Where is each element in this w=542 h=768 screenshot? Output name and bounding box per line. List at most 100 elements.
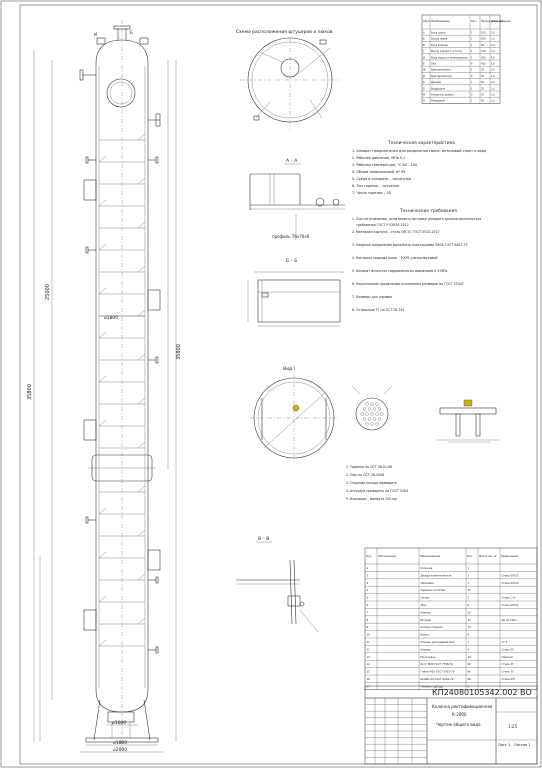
section-v-v: В – В: [236, 536, 319, 633]
nozzle-table-cell: Для термометра: [431, 75, 452, 78]
nozzle-table-cell: Д: [423, 56, 425, 59]
tech-spec-title: Техническая характеристика: [387, 140, 455, 146]
base-dim-inner: ⌀1600: [112, 720, 126, 726]
connection-detail: [436, 399, 500, 443]
parts-table-cell: 4: [468, 647, 470, 651]
section-height-dim: 25000: [45, 284, 51, 300]
section-a-a: А – А профиль 76х76х6: [249, 158, 345, 240]
nozzle-table-cell: И: [423, 75, 425, 78]
parts-table-cell: 1: [468, 640, 470, 644]
parts-table-cell: Паронит: [502, 655, 514, 659]
nozzle-table-cell: 25: [481, 94, 485, 97]
nozzle-table-cell: 1,6: [491, 81, 495, 84]
nozzle-table-cell: 1,6: [491, 44, 495, 47]
parts-table-cell: 12: [468, 610, 472, 614]
overall-height-dim: 35800: [27, 384, 33, 400]
nozzle-table-cell: 450: [481, 63, 486, 66]
nozzle-table-cell: 6: [471, 63, 473, 66]
nozzle-table-cell: Выход кубового остатка: [431, 50, 462, 53]
nozzle-table-cell: М: [423, 94, 425, 97]
nozzle-table-cell: Ж: [423, 69, 426, 72]
parts-table-cell: Обечайка: [421, 581, 435, 585]
tech-req-title: Технические требования: [399, 208, 457, 214]
parts-table-cell: 16: [367, 677, 371, 681]
tech-req-line: 4. Контроль сварных швов – 100% ультразв…: [352, 256, 437, 260]
nozzle-table-cell: Выход паров: [431, 38, 448, 41]
nozzle-table-cell: 1: [471, 69, 473, 72]
parts-table-header: Обозначение: [378, 554, 396, 558]
parts-table-cell: Сталь 09Г2С: [502, 603, 519, 607]
nozzle-table-cell: Н: [423, 100, 425, 103]
tech-req-line-cont: требования ГОСТ Р 52630-2012: [356, 223, 409, 227]
tech-req-line: 8. Остальные ТТ по ОСТ 26-291: [352, 308, 405, 312]
inner-frame: [19, 4, 538, 765]
nozzle-table-cell: Г: [423, 50, 425, 53]
nozzle-table-cell: 1,6: [491, 87, 495, 90]
parts-table-cell: Сталь 35: [502, 670, 515, 674]
note-line: 5. Изоляция – минвата 100 мм: [346, 497, 398, 501]
parts-table-cell: 12: [367, 647, 371, 651]
side-nozzle-set: [85, 156, 159, 654]
tech-req-line: 3. Сварные соединения выполнять электрод…: [352, 243, 468, 247]
section-b-b: Б – Б: [247, 258, 344, 327]
perforated-plate-detail: [351, 385, 393, 431]
parts-table-cell: Колонна: [421, 566, 433, 570]
parts-table-header: Поз.: [366, 554, 372, 558]
tech-spec-line: 7. Число тарелок – 33: [352, 191, 391, 195]
nozzle-table-cell: Вход паров из кипятильника: [431, 56, 468, 59]
note-line: 3. Опорные кольца приварить: [346, 481, 397, 485]
parts-table-cell: Шайба 20 ГОСТ 6402-70: [421, 677, 454, 681]
nozzle-table-cell: 50: [481, 81, 485, 84]
parts-table-cell: 13: [367, 655, 371, 659]
parts-table-header: Масса ед., кг: [479, 554, 498, 558]
column-elevation: 35800 25000 35800 И Б: [27, 20, 182, 753]
nozzle-table-header: Наименование: [431, 20, 450, 23]
nozzle-layout-plan: Схема расположения штуцеров и люков: [236, 29, 340, 130]
nozzle-table-cell: 200: [481, 56, 486, 59]
nozzle-table-cell: Воздушник: [431, 87, 446, 90]
note-line: 1. Тарелки по ОСТ 26-01-66: [346, 465, 392, 469]
parts-table-cell: 33: [468, 625, 472, 629]
shell-diameter-dim: ⌀1800: [104, 315, 118, 321]
nozzle-table-cell: 6: [471, 75, 473, 78]
parts-table-cell: Балка: [421, 633, 430, 637]
profile-note: профиль 76х76х6: [272, 234, 310, 239]
parts-table-cell: Штуцер: [421, 618, 432, 622]
right-height-dim: 35800: [176, 344, 182, 360]
title-name-2: К-2000: [452, 712, 467, 717]
nozzle-table-cell: 1: [471, 32, 473, 35]
tech-req-line: 5. Аппарат испытать гидравлически давлен…: [352, 269, 448, 273]
nozzle-table-cell: 2: [471, 94, 473, 97]
tech-spec-line: 6. Тип тарелок – ситчатые: [352, 184, 399, 188]
parts-table-cell: 14: [367, 662, 371, 666]
svg-text:И: И: [94, 32, 97, 37]
parts-table-cell: 4: [468, 684, 470, 688]
parts-table-cell: 14: [468, 655, 472, 659]
sheet-count: Листов 1: [514, 743, 530, 747]
base-dim-outer: ⌀2000: [113, 747, 127, 753]
nozzle-table-cell: Вход сырья: [431, 32, 446, 35]
nozzle-table-cell: Указатель уровня: [431, 94, 454, 97]
parts-table-cell: 1: [468, 581, 470, 585]
parts-table-cell: Гайка М20 ГОСТ 5915-70: [421, 670, 455, 674]
nozzle-table-cell: Дренаж: [431, 81, 442, 84]
parts-table-cell: 9: [367, 625, 369, 629]
parts-table-cell: Ст 3: [502, 640, 508, 644]
parts-table-cell: Тарелка ситчатая: [421, 588, 446, 592]
nozzle-table-cell: 250: [481, 38, 486, 41]
nozzle-table-cell: 150: [481, 50, 486, 53]
tech-spec-line: 5. Среда в аппарате – токсичная: [352, 177, 411, 181]
parts-table-cell: 11: [367, 640, 371, 644]
nozzle-table-cell: Резервный: [431, 100, 445, 103]
nozzle-table-cell: 1,6: [491, 100, 495, 103]
parts-table-cell: Сталь 09Г2С: [502, 573, 519, 577]
nozzle-table-cell: 80: [481, 44, 485, 47]
tech-spec-block: Техническая характеристика 1. Аппарат пр…: [352, 140, 486, 195]
tray-marker: [292, 404, 300, 412]
tech-spec-line: 4. Объем номинальный, м³ 95: [352, 170, 405, 174]
parts-table-cell: 96: [468, 677, 472, 681]
nozzle-table-header: Обозн.: [423, 20, 432, 23]
